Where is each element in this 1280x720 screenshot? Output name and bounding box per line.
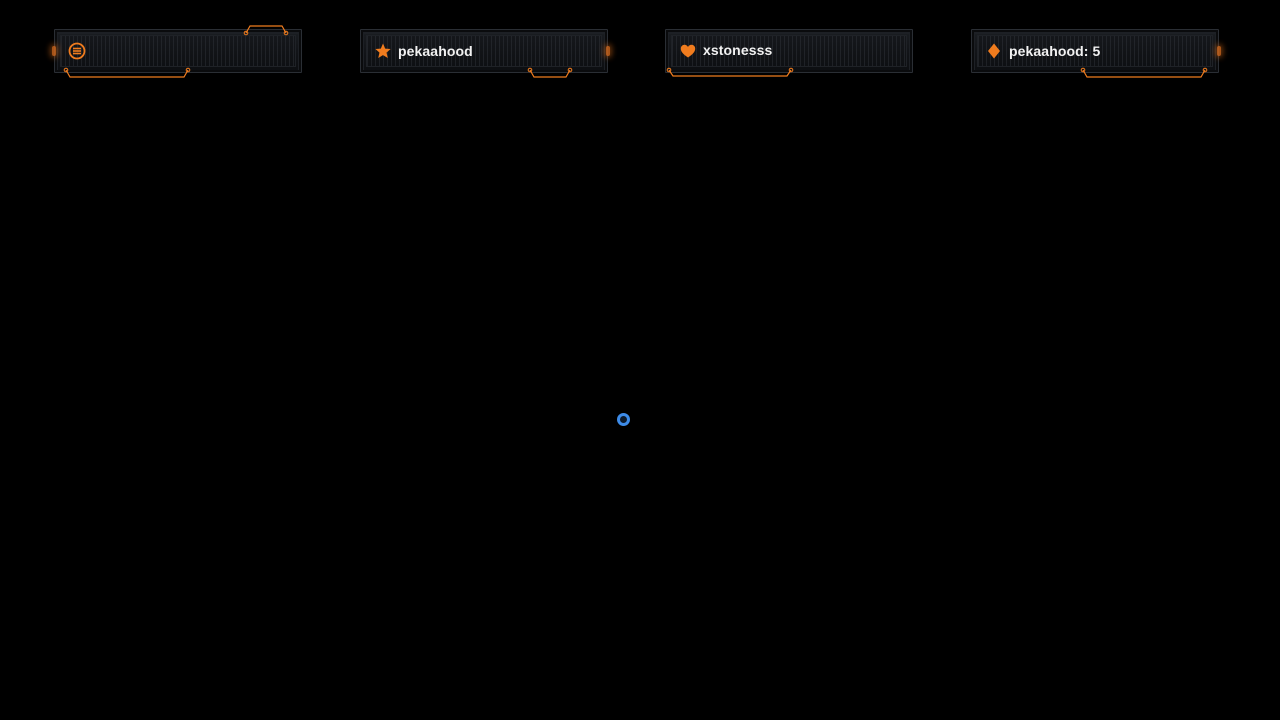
widget-label: xstonesss (703, 42, 773, 58)
widget-glow-left (52, 46, 56, 56)
star-icon (374, 42, 392, 60)
circuit-trace-decoration (1080, 67, 1208, 78)
widget-glow-right (1217, 46, 1221, 56)
widget-label: pekaahood (398, 43, 473, 59)
widget-inner-panel (60, 35, 296, 67)
widget-inner-panel (366, 35, 602, 67)
loading-spinner-icon (617, 413, 630, 426)
widget-label: pekaahood: 5 (1009, 43, 1101, 59)
diamond-icon (985, 42, 1003, 60)
alert-widget-subscriber: xstonesss (665, 29, 913, 73)
alert-widget-follower: pekaahood (360, 29, 610, 73)
alert-widget-donation: pekaahood: 5 (971, 29, 1221, 73)
alert-widget-streamlabs (52, 29, 302, 73)
widget-inner-panel (977, 35, 1213, 67)
streamlabs-icon (68, 42, 86, 60)
heart-icon (679, 42, 697, 60)
widget-inner-panel (671, 35, 907, 67)
circuit-trace-decoration (63, 25, 289, 78)
widget-glow-right (606, 46, 610, 56)
circuit-trace-decoration (666, 67, 794, 77)
circuit-trace-decoration (527, 67, 573, 78)
